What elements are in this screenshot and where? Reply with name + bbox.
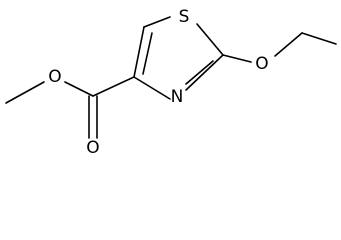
- carbonyl-oxygen-atom-label: O: [86, 138, 99, 158]
- bond-c4-c5-inner: [142, 32, 153, 75]
- structure-canvas: S N O O O: [5, 7, 337, 158]
- bond-c2-o-ether: [222, 54, 252, 63]
- ester-oxygen-atom-label: O: [48, 67, 61, 87]
- bond-o-ether-ch2: [274, 32, 303, 57]
- sulfur-atom-label: S: [179, 7, 190, 27]
- bond-c4-c5: [133, 26, 145, 78]
- bond-c2-n3-inner: [185, 60, 214, 85]
- ether-oxygen-atom-label: O: [255, 54, 268, 74]
- bond-c2-n3: [185, 54, 224, 91]
- molecule-drawing: S N O O O: [5, 7, 337, 158]
- bond-s1-c2: [196, 23, 224, 56]
- bond-carbonyl-o-ester: [64, 81, 94, 97]
- bond-c4-carbonyl: [92, 76, 135, 97]
- bond-c5-s1: [143, 16, 171, 28]
- bond-o-ester-methyl: [5, 81, 45, 104]
- nitrogen-atom-label: N: [171, 87, 184, 107]
- bond-n3-c4: [133, 76, 171, 100]
- bond-ch2-ch3: [301, 32, 337, 45]
